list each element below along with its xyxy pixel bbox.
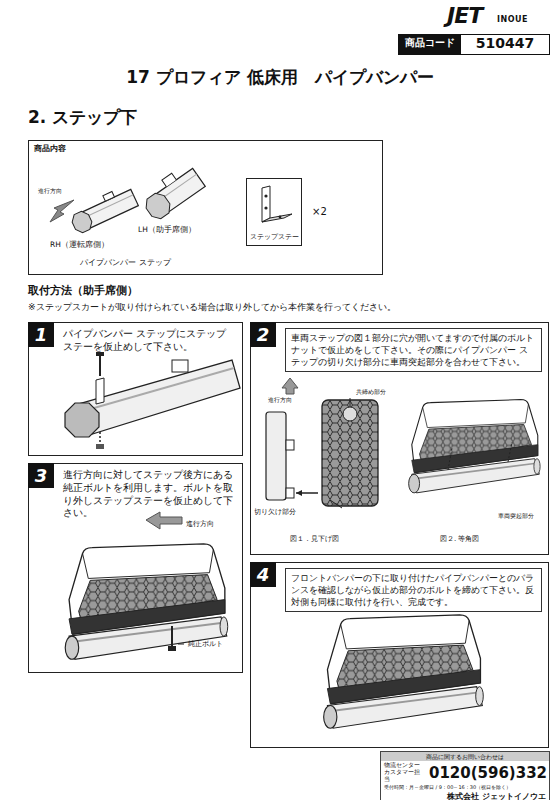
contents-heading: 商品内容 bbox=[34, 144, 66, 154]
pipe-lh bbox=[138, 162, 206, 222]
step-number: 2 bbox=[250, 322, 276, 347]
label: ※ステップスカートが取り付けられている場合は取り外してから本作業を行ってください… bbox=[28, 301, 396, 314]
label: 純正ボルト bbox=[188, 640, 223, 649]
step3-drawing bbox=[65, 512, 228, 659]
company-name: 株式会社 ジェットイノウエ bbox=[381, 791, 549, 800]
stay-name: ステップステー bbox=[247, 233, 301, 242]
step-instruction: フロントバンパーの下に取り付けたパイプバンパーとのバランスを確認しながら仮止め部… bbox=[285, 568, 542, 612]
label: 切り欠け部分 bbox=[254, 508, 296, 517]
step-instruction: パイプバンパー ステップにステップステーを仮止めして下さい。 bbox=[63, 328, 236, 354]
code-value: 510447 bbox=[461, 35, 549, 54]
label: 図２. 等角図 bbox=[440, 534, 479, 544]
code-heading: 商品コード bbox=[399, 35, 461, 54]
contact-row: 物流センター カスタマー担当0120(596)332 bbox=[381, 761, 549, 784]
page-title: 17 プロフィア 低床用 パイプバンパー bbox=[0, 66, 560, 89]
label: RH（運転席側） bbox=[50, 240, 109, 250]
label: 取付方法（助手席側） bbox=[28, 283, 138, 298]
step-number: 3 bbox=[28, 463, 54, 488]
contact-hours: 受付時間：月～金曜日 / 9：00～16：30（祝日を除く） bbox=[381, 784, 549, 791]
direction-arrow bbox=[50, 200, 74, 222]
contact-dept: 物流センター カスタマー担当 bbox=[381, 761, 427, 784]
step-panel: 2 車両ステップの図１部分に穴が開いてますので付属のボルトナットで仮止めをして下さ… bbox=[250, 322, 549, 555]
label: 進行方向 bbox=[268, 396, 292, 405]
label: LH（助手席側） bbox=[138, 225, 196, 235]
step2-drawing bbox=[266, 378, 540, 508]
label: 進行方向 bbox=[186, 520, 214, 529]
pipe-rh bbox=[68, 184, 139, 235]
label: JET bbox=[447, 3, 482, 28]
contact-phone: 0120(596)332 bbox=[427, 765, 549, 781]
step-stay bbox=[262, 186, 292, 222]
label: INOUE bbox=[497, 15, 528, 24]
label: 2. ステップ下 bbox=[28, 106, 137, 129]
step1-drawing bbox=[65, 352, 240, 449]
step-instruction: 進行方向に対してステップ後方にある純正ボルトを利用します。ボルトを取り外しステッ… bbox=[63, 469, 236, 520]
label: 車両突起部分 bbox=[498, 512, 534, 521]
step-number: 1 bbox=[28, 322, 54, 347]
label: 図１．見下げ図 bbox=[290, 534, 339, 544]
contents-box: 商品内容ステップステー bbox=[28, 140, 383, 275]
step-panel: 4 フロントバンパーの下に取り付けたパイプバンパーとのバランスを確認しながら仮止め… bbox=[250, 562, 549, 748]
product-code-box: 商品コード510447 bbox=[398, 34, 550, 55]
step-number: 4 bbox=[250, 562, 276, 587]
step-instruction: 車両ステップの図１部分に穴が開いてますので付属のボルトナットで仮止めをして下さい… bbox=[285, 328, 542, 372]
label: パイプバンパー ステップ bbox=[80, 257, 171, 268]
step-panel: 1 パイプバンパー ステップにステップステーを仮止めして下さい。 bbox=[28, 322, 243, 456]
step4-drawing bbox=[324, 615, 484, 728]
contact-heading: 商品に関するお問い合わせは bbox=[381, 752, 549, 761]
label: ×2 bbox=[312, 206, 327, 217]
label: 共締め部分 bbox=[356, 388, 386, 397]
contact-box: 商品に関するお問い合わせは物流センター カスタマー担当0120(596)332受… bbox=[380, 751, 550, 800]
stay-box: ステップステー bbox=[246, 178, 302, 246]
label: 進行方向 bbox=[38, 187, 62, 196]
